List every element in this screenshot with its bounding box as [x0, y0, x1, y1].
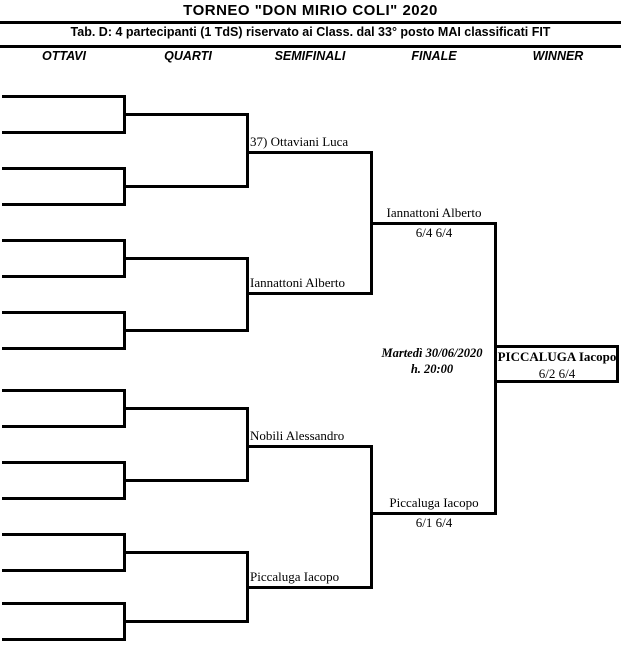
ottavi-slot-10 — [2, 425, 126, 428]
round-label-semifinali: SEMIFINALI — [274, 49, 346, 63]
ottavi-slot-14 — [2, 569, 126, 572]
finale-line-1 — [370, 222, 497, 225]
quarti-slot-7 — [123, 551, 249, 554]
ottavi-slot-7 — [2, 311, 126, 314]
semifinali-line-3 — [246, 445, 373, 448]
quarti-slot-1 — [123, 113, 249, 116]
winner-line-bottom — [494, 380, 619, 383]
round-label-winner: WINNER — [532, 49, 584, 63]
ottavi-slot-15 — [2, 602, 126, 605]
ottavi-slot-2 — [2, 131, 126, 134]
ottavi-slot-6 — [2, 275, 126, 278]
tournament-title: TORNEO "DON MIRIO COLI" 2020 — [183, 2, 438, 19]
winner-score: 6/2 6/4 — [538, 366, 576, 381]
winner-player: PICCALUGA Iacopo — [497, 349, 617, 364]
finale-line-2 — [370, 512, 497, 515]
semifinali-line-1 — [246, 151, 373, 154]
semifinali-line-4 — [246, 586, 373, 589]
ottavi-slot-12 — [2, 497, 126, 500]
quarti-slot-8 — [123, 620, 249, 623]
round-label-ottavi: OTTAVI — [42, 49, 86, 63]
ottavi-slot-3 — [2, 167, 126, 170]
header-divider-bottom — [0, 45, 621, 48]
ottavi-slot-5 — [2, 239, 126, 242]
quarti-connector-3 — [246, 407, 249, 482]
ottavi-slot-8 — [2, 347, 126, 350]
quarti-connector-1 — [246, 113, 249, 188]
tournament-subtitle: Tab. D: 4 partecipanti (1 TdS) riservato… — [70, 25, 551, 39]
quarti-slot-6 — [123, 479, 249, 482]
round-label-quarti: QUARTI — [164, 49, 212, 63]
ottavi-slot-1 — [2, 95, 126, 98]
ottavi-slot-4 — [2, 203, 126, 206]
finale-score-2: 6/1 6/4 — [415, 515, 453, 530]
quarti-slot-2 — [123, 185, 249, 188]
semifinali-player-3: Nobili Alessandro — [250, 428, 345, 443]
finale-player-1: Iannattoni Alberto — [386, 205, 482, 220]
quarti-slot-5 — [123, 407, 249, 410]
winner-line-top — [494, 345, 619, 348]
ottavi-slot-16 — [2, 638, 126, 641]
semifinali-player-1: 37) Ottaviani Luca — [250, 134, 349, 149]
finale-connector — [494, 222, 497, 515]
finale-player-2: Piccaluga Iacopo — [389, 495, 479, 510]
final-match-schedule: Martedì 30/06/2020 h. 20:00 — [368, 345, 496, 377]
finale-score-1: 6/4 6/4 — [415, 225, 453, 240]
round-label-finale: FINALE — [411, 49, 457, 63]
semifinali-player-2: Iannattoni Alberto — [250, 275, 345, 290]
semifinali-line-2 — [246, 292, 373, 295]
header-divider-top — [0, 21, 621, 24]
quarti-slot-4 — [123, 329, 249, 332]
semifinali-player-4: Piccaluga Iacopo — [250, 569, 340, 584]
quarti-slot-3 — [123, 257, 249, 260]
ottavi-slot-13 — [2, 533, 126, 536]
winner-line-right — [616, 345, 619, 383]
final-match-date: Martedì 30/06/2020 — [381, 346, 483, 360]
final-match-time: h. 20:00 — [410, 362, 454, 376]
round-header-row: OTTAVI QUARTI SEMIFINALI FINALE WINNER — [0, 49, 621, 71]
semifinali-connector-2 — [370, 445, 373, 589]
ottavi-slot-9 — [2, 389, 126, 392]
ottavi-slot-11 — [2, 461, 126, 464]
